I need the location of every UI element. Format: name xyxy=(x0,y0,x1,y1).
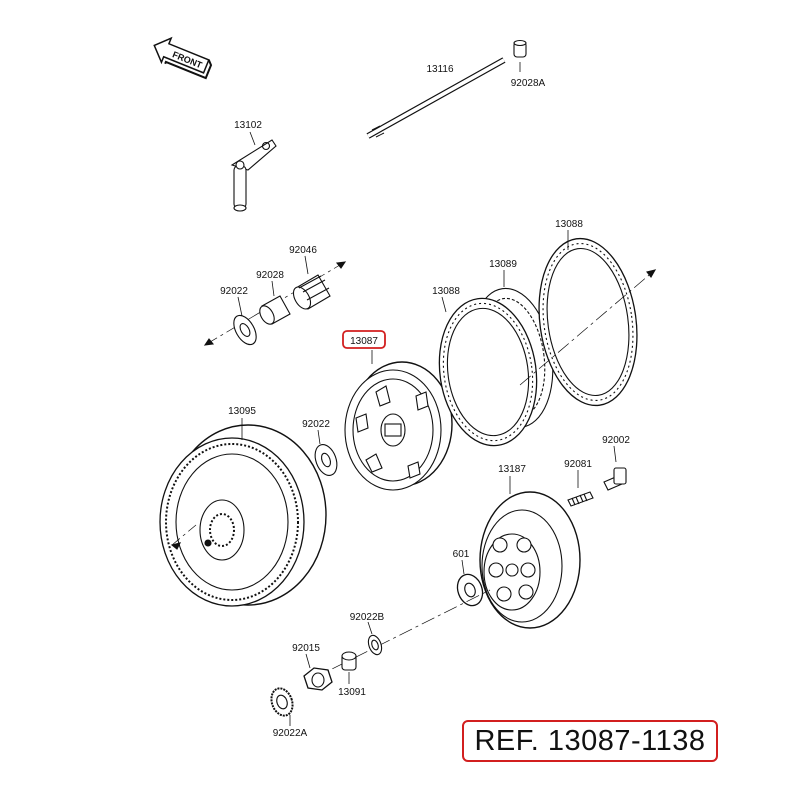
part-label-92022b: 92022B xyxy=(350,612,385,623)
part-label-13089: 13089 xyxy=(489,259,517,270)
bearing-601-shape xyxy=(456,573,484,607)
part-label-13116: 13116 xyxy=(426,64,454,75)
needle-bearing-92046-shape xyxy=(292,274,331,310)
reference-number-box: REF. 13087-1138 xyxy=(462,720,718,762)
part-label-92022a: 92022A xyxy=(273,728,308,739)
highlight-box-13087 xyxy=(342,330,386,349)
part-label-92002: 92002 xyxy=(602,435,630,446)
release-lever-shape xyxy=(230,139,277,212)
washer-92022b-shape xyxy=(367,634,383,656)
collar-92028-shape xyxy=(259,295,291,325)
part-label-13187: 13187 xyxy=(498,464,526,475)
washer-92022-upper-shape xyxy=(233,314,257,346)
part-label-13095: 13095 xyxy=(228,406,256,417)
part-label-92028a: 92028A xyxy=(511,78,546,89)
part-label-92022-middle: 92022 xyxy=(302,419,330,430)
part-label-13091: 13091 xyxy=(338,687,366,698)
lock-washer-92022a-shape xyxy=(270,687,294,717)
nut-92015-shape xyxy=(303,667,333,691)
part-label-92015: 92015 xyxy=(292,643,320,654)
part-label-601: 601 xyxy=(453,549,470,560)
washer-92022-middle-shape xyxy=(314,444,338,476)
friction-plate-13088-front-shape xyxy=(438,297,538,447)
spring-92081-shape xyxy=(567,491,594,507)
part-label-13088-rear: 13088 xyxy=(555,219,583,230)
pressure-plate-shape xyxy=(479,491,581,629)
part-label-13087: 13087 xyxy=(350,336,378,347)
clutch-hub-shape xyxy=(344,361,453,491)
part-label-13088-front: 13088 xyxy=(432,286,460,297)
front-arrow-icon: FRONT xyxy=(153,36,213,80)
reference-number: REF. 13087-1138 xyxy=(474,724,706,757)
friction-plate-13088-rear-shape xyxy=(538,237,638,407)
collar-13091-shape xyxy=(341,651,357,671)
part-label-13102: 13102 xyxy=(234,120,262,131)
bushing-92028a-shape xyxy=(513,39,527,58)
clutch-housing-shape xyxy=(159,424,327,607)
part-label-92028: 92028 xyxy=(256,270,284,281)
part-label-92081: 92081 xyxy=(564,459,592,470)
part-label-92046: 92046 xyxy=(289,245,317,256)
bolt-92002-shape xyxy=(603,467,627,491)
pushrod-shape xyxy=(366,57,506,139)
part-label-92022-upper: 92022 xyxy=(220,286,248,297)
